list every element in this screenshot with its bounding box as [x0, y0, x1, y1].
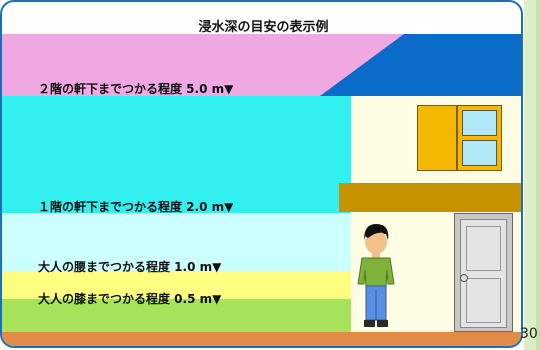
- house-wall: [339, 96, 521, 332]
- house-eave: [339, 183, 521, 212]
- label-2m: １階の軒下までつかる程度 2.0 m▼: [38, 200, 234, 214]
- side-strip-edge: [536, 0, 540, 350]
- band-ground-level: [2, 299, 351, 332]
- page-number: 30: [520, 326, 538, 342]
- band-2m: [2, 96, 351, 213]
- band-0-5m: [2, 271, 351, 299]
- house-roof: [320, 34, 521, 96]
- ground: [2, 332, 521, 346]
- label-0-5m: 大人の膝までつかる程度 0.5 m▼: [38, 292, 222, 306]
- diagram-panel: 浸水深の目安の表示例 ２階の軒下までつかる程度 5.0 m▼ １階の軒下までつか…: [0, 0, 523, 348]
- upper-window: [417, 105, 502, 171]
- adult-person-icon: [357, 224, 395, 327]
- diagram-title: 浸水深の目安の表示例: [198, 20, 329, 35]
- house-door: [454, 213, 513, 332]
- band-1m: [2, 213, 351, 271]
- label-5m: ２階の軒下までつかる程度 5.0 m▼: [38, 82, 234, 96]
- label-1m: 大人の腰までつかる程度 1.0 m▼: [38, 260, 222, 274]
- door-knob: [460, 274, 468, 282]
